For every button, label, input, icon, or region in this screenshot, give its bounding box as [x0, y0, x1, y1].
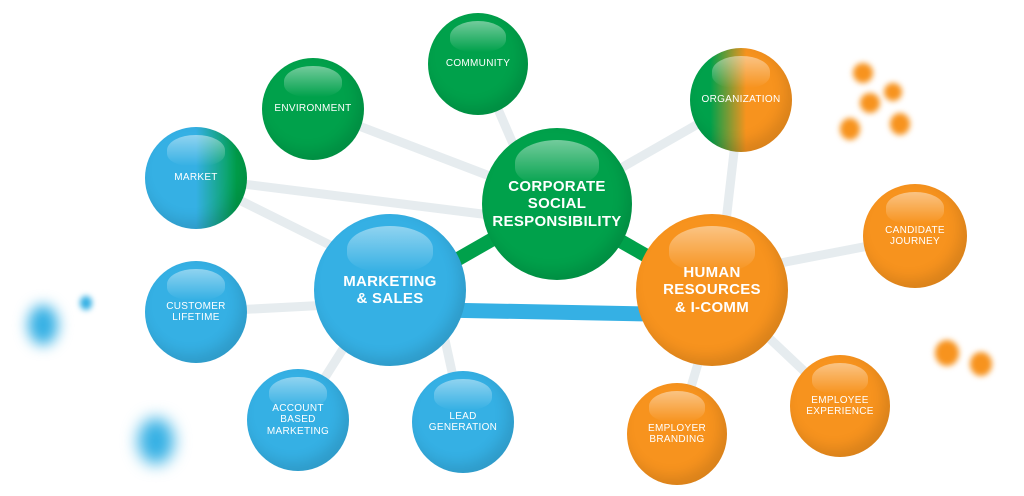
node-community[interactable]: COMMUNITY: [428, 13, 528, 115]
node-candidate-journey[interactable]: CANDIDATE JOURNEY: [863, 184, 967, 288]
node-employer-branding[interactable]: EMPLOYER BRANDING: [627, 383, 727, 485]
node-label: EMPLOYEE EXPERIENCE: [806, 394, 874, 418]
decorative-dot: [860, 93, 880, 113]
decorative-dot: [884, 83, 902, 101]
node-lead-generation[interactable]: LEAD GENERATION: [412, 371, 514, 473]
decorative-dot: [890, 113, 910, 135]
node-employee-experience[interactable]: EMPLOYEE EXPERIENCE: [790, 355, 890, 457]
node-account-based-marketing[interactable]: ACCOUNT BASED MARKETING: [247, 369, 349, 471]
node-label: ACCOUNT BASED MARKETING: [266, 402, 330, 437]
hub-marketing-sales[interactable]: MARKETING & SALES: [314, 214, 466, 366]
node-market[interactable]: MARKET: [145, 127, 247, 229]
node-label: ORGANIZATION: [701, 94, 781, 106]
node-label: COMMUNITY: [445, 58, 511, 70]
decorative-dot: [935, 340, 959, 366]
decorative-dot: [853, 63, 873, 83]
decorative-dot: [28, 305, 58, 345]
decorative-dot: [80, 296, 92, 310]
node-label: EMPLOYER BRANDING: [648, 422, 706, 446]
hub-label: CORPORATE SOCIAL RESPONSIBILITY: [492, 178, 622, 230]
node-label: CUSTOMER LIFETIME: [166, 300, 226, 324]
node-organization[interactable]: ORGANIZATION: [690, 48, 792, 152]
decorative-dot: [970, 352, 992, 376]
decorative-dot: [840, 118, 860, 140]
node-environment[interactable]: ENVIRONMENT: [262, 58, 364, 160]
hub-label: HUMAN RESOURCES & I-COMM: [663, 264, 761, 316]
hub-human-resources[interactable]: HUMAN RESOURCES & I-COMM: [636, 214, 788, 366]
hub-label: MARKETING & SALES: [343, 272, 437, 307]
hub-csr[interactable]: CORPORATE SOCIAL RESPONSIBILITY: [482, 128, 632, 280]
node-label: LEAD GENERATION: [428, 410, 498, 434]
node-label: MARKET: [174, 172, 218, 184]
node-label: CANDIDATE JOURNEY: [885, 224, 945, 248]
link-marketing-hr: [432, 302, 658, 322]
node-customer-lifetime[interactable]: CUSTOMER LIFETIME: [145, 261, 247, 363]
decorative-dot: [138, 418, 174, 464]
node-label: ENVIRONMENT: [274, 103, 352, 115]
